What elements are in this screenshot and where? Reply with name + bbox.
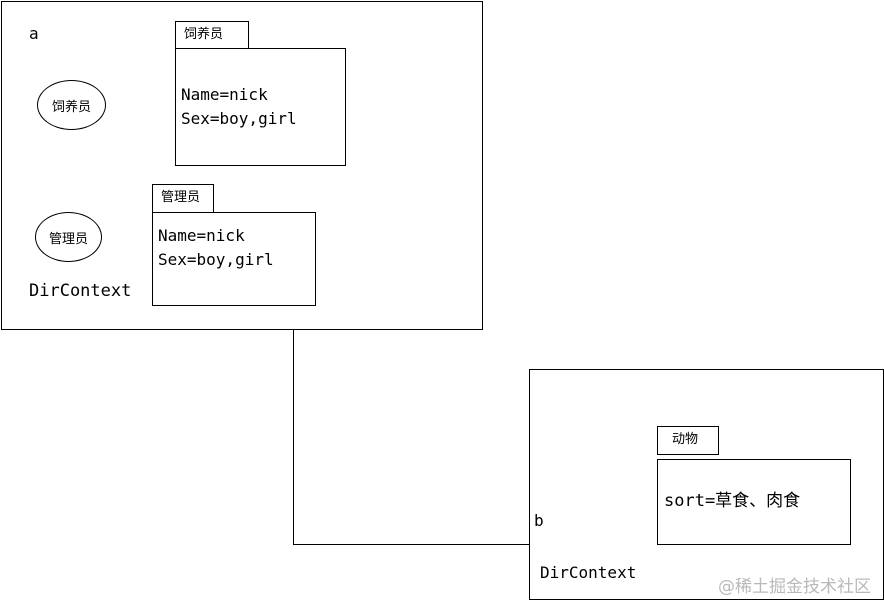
keeper-sex-attr: Sex=boy,girl <box>181 109 297 128</box>
keeper-ellipse: 饲养员 <box>37 80 106 130</box>
context-a-label: a <box>29 24 39 43</box>
context-b-caption: DirContext <box>540 563 637 582</box>
animal-entry-tab: 动物 <box>657 426 719 455</box>
context-b-label: b <box>534 511 544 530</box>
keeper-entry-box: Name=nick Sex=boy,girl <box>175 48 346 166</box>
context-a-caption: DirContext <box>29 281 132 301</box>
animal-sort-attr: sort=草食、肉食 <box>664 491 801 511</box>
admin-name-attr: Name=nick <box>158 226 245 245</box>
animal-entry-box: sort=草食、肉食 <box>657 459 851 545</box>
connector-horizontal <box>293 544 529 545</box>
connector-vertical <box>293 330 294 545</box>
admin-sex-attr: Sex=boy,girl <box>158 250 274 269</box>
keeper-entry-tab: 饲养员 <box>175 21 249 49</box>
keeper-name-attr: Name=nick <box>181 85 268 104</box>
admin-entry-tab: 管理员 <box>152 184 214 213</box>
admin-entry-box: Name=nick Sex=boy,girl <box>152 212 316 306</box>
admin-ellipse: 管理员 <box>35 212 102 262</box>
watermark-text: @稀土掘金技术社区 <box>718 577 871 597</box>
